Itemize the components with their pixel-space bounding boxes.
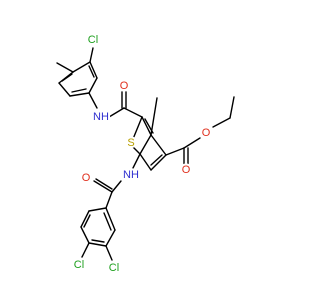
ethyl-ester — [165, 96, 235, 167]
lower-aryl-ring — [80, 207, 116, 261]
upper-aryl-ring — [56, 47, 98, 109]
oxygen-atom-upper-amide: O — [120, 80, 129, 92]
oxygen-atom-ester-carbonyl: O — [182, 164, 191, 176]
nh-group-lower: NH — [123, 169, 139, 181]
chlorine-atom-lower-left: Cl — [74, 259, 84, 271]
chlorine-atom-upper: Cl — [88, 34, 98, 46]
chlorine-atom-lower-right: Cl — [109, 262, 119, 274]
chemical-structure: Cl NH O S O O NH O Cl Cl — [56, 32, 235, 276]
upper-amide — [108, 91, 143, 118]
thiophene-ring — [132, 97, 167, 171]
oxygen-atom-ester-ether: O — [202, 127, 211, 139]
lower-amide — [93, 153, 141, 209]
sulfur-atom: S — [127, 137, 134, 149]
oxygen-atom-lower-amide: O — [82, 172, 91, 184]
nh-group-upper: NH — [93, 111, 109, 123]
